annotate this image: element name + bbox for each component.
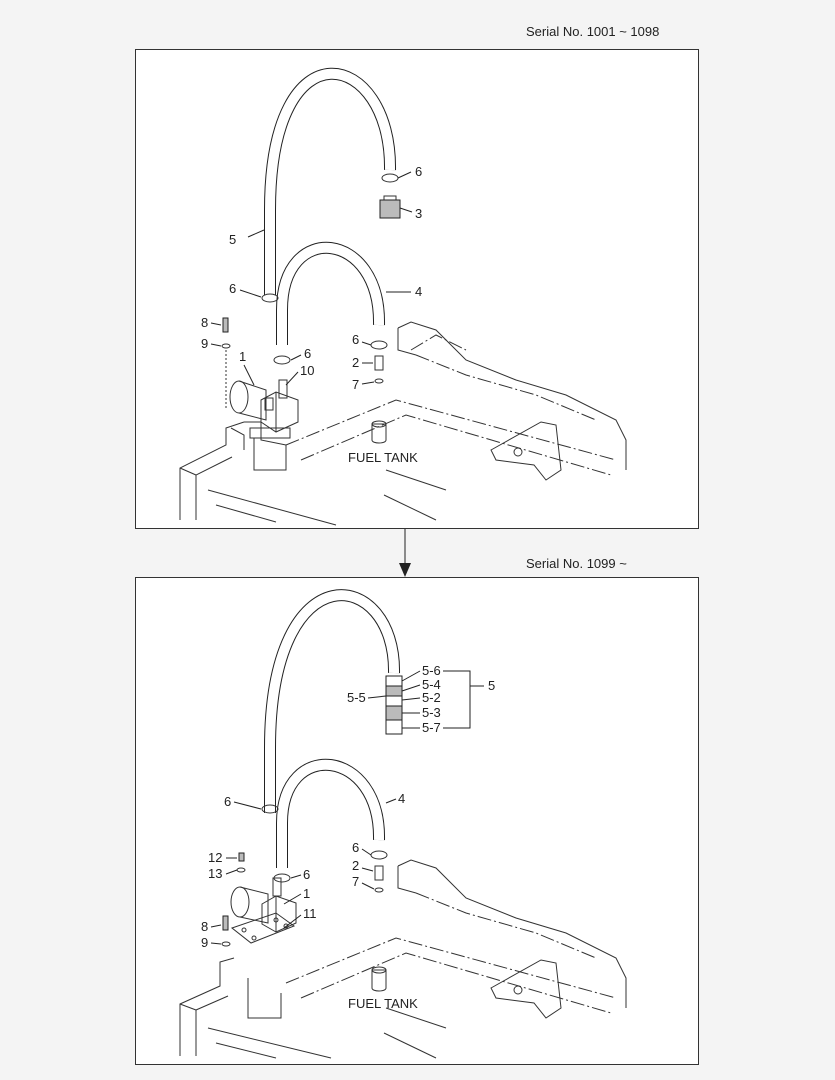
callout-5: 5 xyxy=(229,232,236,247)
callout-5-3: 5-3 xyxy=(422,705,441,720)
callout-12: 12 xyxy=(208,850,222,865)
callout-6: 6 xyxy=(415,164,422,179)
callouts-top: 6 3 5 6 4 8 9 6 10 1 6 2 7 xyxy=(201,164,422,392)
callout-6: 6 xyxy=(304,346,311,361)
callout-6: 6 xyxy=(352,332,359,347)
callout-6: 6 xyxy=(224,794,231,809)
callout-9: 9 xyxy=(201,935,208,950)
fuel-tank-label-top: FUEL TANK xyxy=(348,450,418,465)
fuel-pump-bottom xyxy=(221,852,297,947)
fuel-pump-top xyxy=(229,379,299,471)
chassis-frame-top xyxy=(179,321,627,526)
callout-10: 10 xyxy=(300,363,314,378)
fuel-line-diagram-bottom: 5-6 5-4 5-5 5-2 5-3 5-7 5 6 4 6 12 2 13 … xyxy=(179,589,627,1059)
callout-4: 4 xyxy=(398,791,405,806)
callout-5-6: 5-6 xyxy=(422,663,441,678)
callout-1: 1 xyxy=(239,349,246,364)
callout-7: 7 xyxy=(352,377,359,392)
callout-8: 8 xyxy=(201,919,208,934)
callout-3: 3 xyxy=(415,206,422,221)
callout-4: 4 xyxy=(415,284,422,299)
callouts-bottom: 5-6 5-4 5-5 5-2 5-3 5-7 5 6 4 6 12 2 13 … xyxy=(201,663,495,950)
callout-11: 11 xyxy=(303,906,317,921)
down-arrow xyxy=(399,529,411,577)
fuel-line-diagram-top: 6 3 5 6 4 8 9 6 10 1 6 2 7 FUEL TANK xyxy=(179,67,627,526)
callout-5-7: 5-7 xyxy=(422,720,441,735)
chassis-frame-bottom xyxy=(179,859,627,1059)
callout-6: 6 xyxy=(303,867,310,882)
callout-8: 8 xyxy=(201,315,208,330)
fuel-tank-label-bottom: FUEL TANK xyxy=(348,996,418,1011)
callout-7: 7 xyxy=(352,874,359,889)
callout-9: 9 xyxy=(201,336,208,351)
callout-5-2: 5-2 xyxy=(422,690,441,705)
serial-range-bottom: Serial No. 1099 ~ xyxy=(526,556,627,571)
callout-5-5: 5-5 xyxy=(347,690,366,705)
callout-5: 5 xyxy=(488,678,495,693)
callout-6: 6 xyxy=(229,281,236,296)
callout-13: 13 xyxy=(208,866,222,881)
diagram-panel-bottom: 5-6 5-4 5-5 5-2 5-3 5-7 5 6 4 6 12 2 13 … xyxy=(135,577,699,1065)
callout-5-4: 5-4 xyxy=(422,677,441,692)
callout-6: 6 xyxy=(352,840,359,855)
callout-1: 1 xyxy=(303,886,310,901)
diagram-panel-top: 6 3 5 6 4 8 9 6 10 1 6 2 7 FUEL TANK xyxy=(135,49,699,529)
callout-2: 2 xyxy=(352,355,359,370)
callout-2: 2 xyxy=(352,858,359,873)
serial-range-top: Serial No. 1001 ~ 1098 xyxy=(526,24,660,39)
